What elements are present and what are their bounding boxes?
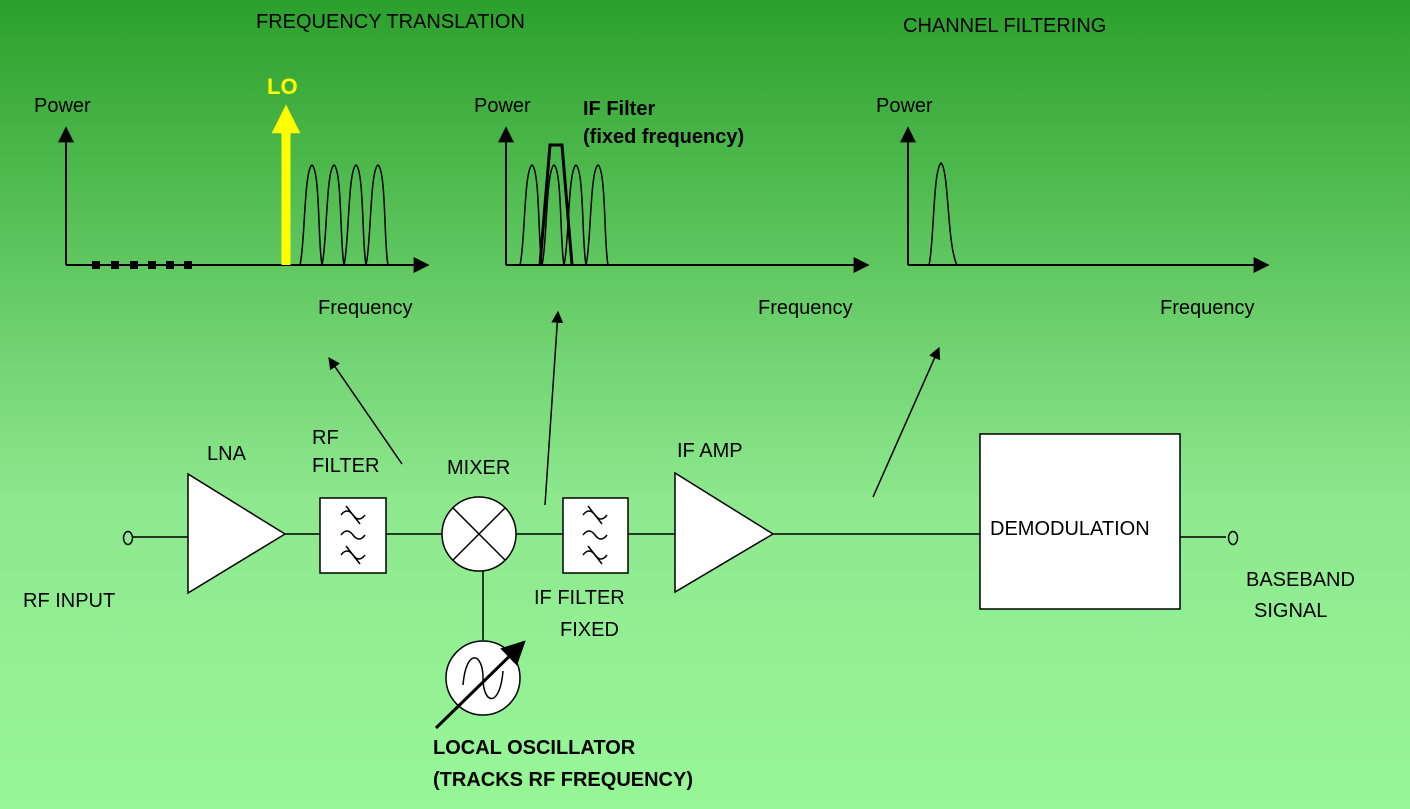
if-filter-block-label-2: FIXED [560, 619, 619, 641]
rf-input-label: RF INPUT [23, 590, 115, 612]
plot3-y-label: Power [876, 95, 933, 117]
heading-channel-filtering: CHANNEL FILTERING [903, 15, 1106, 37]
spectrum-plot-1: Power Frequency LO [34, 74, 430, 319]
spectrum-plot-2: Power Frequency IF Filter (fixed frequen… [474, 95, 870, 319]
demodulation-block[interactable] [979, 433, 1181, 610]
pointer-arrow-1 [328, 357, 403, 465]
baseband-label-2: SIGNAL [1254, 600, 1327, 622]
if-filter[interactable] [562, 497, 629, 574]
local-oscillator[interactable] [434, 640, 526, 730]
rf-input-terminal[interactable] [122, 530, 134, 546]
if-filter-sublabel: (fixed frequency) [583, 126, 744, 148]
plot3-channel [928, 161, 958, 266]
local-oscillator-label-2: (TRACKS RF FREQUENCY) [433, 769, 693, 791]
sine-wave-icon [462, 657, 504, 700]
if-amplifier[interactable] [674, 471, 775, 594]
pointer-arrow-3 [872, 346, 941, 498]
mixer[interactable] [441, 496, 517, 572]
plot2-channels [519, 164, 609, 266]
baseband-terminal[interactable] [1227, 530, 1239, 546]
plot1-x-label: Frequency [318, 297, 413, 319]
if-filter-passband [538, 143, 574, 266]
local-oscillator-label-1: LOCAL OSCILLATOR [433, 737, 636, 759]
baseband-label-1: BASEBAND [1246, 569, 1355, 591]
spectrum-plot-3: Power Frequency [876, 95, 1270, 319]
rf-filter-label-1: RF [312, 427, 339, 449]
plot1-y-label: Power [34, 95, 91, 117]
rf-filter-icon [340, 505, 366, 565]
heading-frequency-translation: FREQUENCY TRANSLATION [256, 11, 525, 33]
tuning-arrow [434, 640, 526, 730]
plot2-y-label: Power [474, 95, 531, 117]
plot3-x-label: Frequency [1160, 297, 1255, 319]
rf-filter[interactable] [319, 497, 387, 574]
if-amp-label: IF AMP [677, 440, 743, 462]
if-filter-block-label-1: IF FILTER [534, 587, 625, 609]
mixer-label: MIXER [447, 457, 510, 479]
rf-filter-label-2: FILTER [312, 455, 379, 477]
if-filter-icon [582, 505, 608, 565]
demodulation-label: DEMODULATION [990, 518, 1150, 540]
plot1-channels [299, 164, 389, 266]
plot1-dotted-marker [92, 261, 192, 269]
signal-wires [133, 533, 1226, 640]
plot2-x-label: Frequency [758, 297, 853, 319]
lna-label: LNA [207, 443, 247, 465]
pointer-arrow-2 [544, 310, 564, 506]
if-filter-label: IF Filter [583, 98, 655, 120]
lo-label: LO [267, 74, 298, 99]
lna-amplifier[interactable] [187, 472, 287, 595]
